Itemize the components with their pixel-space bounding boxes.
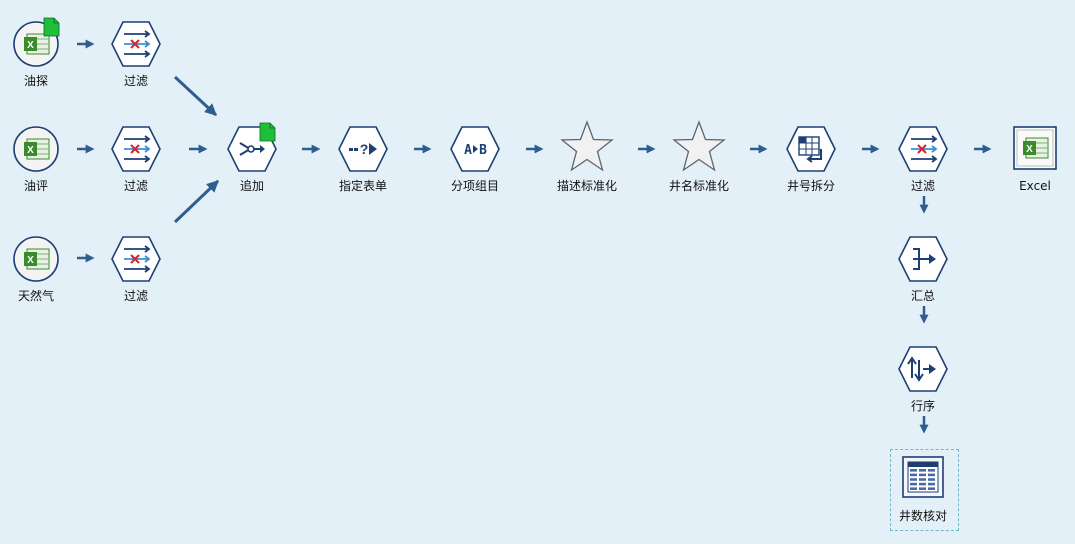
node-append[interactable]: 追加	[212, 122, 292, 193]
aggregate-icon	[898, 236, 948, 282]
filter-icon	[111, 21, 161, 67]
node-filter-3[interactable]: 过滤	[96, 233, 176, 303]
svg-text:X: X	[27, 40, 34, 51]
node-youping[interactable]: X 油评	[0, 123, 76, 193]
svg-text:A: A	[464, 143, 472, 158]
link-arrow-diagonal[interactable]	[173, 75, 218, 117]
node-label: 井数核对	[898, 509, 947, 523]
node-sort[interactable]: 行序	[883, 343, 963, 413]
binning-icon: A B	[450, 126, 500, 172]
svg-text:?: ?	[360, 141, 369, 157]
star-icon	[672, 120, 726, 172]
node-filter-4[interactable]: 过滤	[883, 123, 963, 193]
node-binning[interactable]: A B 分项组目	[435, 123, 515, 193]
node-youtan[interactable]: X 油探	[0, 17, 76, 88]
node-aggregate[interactable]: 汇总	[883, 233, 963, 303]
type-icon: ?	[338, 126, 388, 172]
node-label: 行序	[910, 399, 935, 413]
links-layer	[77, 39, 992, 434]
node-label: 过滤	[910, 179, 935, 193]
node-filter-1[interactable]: 过滤	[96, 18, 176, 88]
selection-box	[890, 449, 959, 531]
append-icon	[227, 122, 277, 172]
node-label: 油探	[23, 74, 48, 88]
node-label: Excel	[1019, 179, 1051, 193]
svg-text:X: X	[27, 145, 34, 156]
node-label: 汇总	[910, 289, 935, 303]
node-label: 天然气	[17, 289, 54, 303]
node-std-name[interactable]: 井名标准化	[659, 120, 739, 193]
filter-icon	[111, 126, 161, 172]
node-type[interactable]: ? 指定表单	[323, 123, 403, 193]
node-label: 过滤	[123, 74, 148, 88]
node-label: 油评	[23, 179, 48, 193]
star-icon	[560, 120, 614, 172]
node-label: 过滤	[123, 179, 148, 193]
link-arrow-diagonal[interactable]	[173, 179, 220, 224]
node-label: 分项组目	[450, 179, 499, 193]
excel-source-icon: X	[13, 236, 59, 282]
excel-output-icon: X	[1013, 126, 1057, 170]
table-icon	[902, 456, 944, 498]
svg-text:X: X	[1026, 144, 1033, 155]
node-label: 井号拆分	[786, 179, 835, 193]
restructure-icon	[786, 126, 836, 172]
filter-icon	[111, 236, 161, 282]
node-label: 指定表单	[338, 179, 387, 193]
node-split[interactable]: 井号拆分	[771, 123, 851, 193]
sort-icon	[898, 346, 948, 392]
node-label: 井名标准化	[668, 179, 729, 193]
node-label: 描述标准化	[556, 179, 617, 193]
excel-source-icon: X	[13, 17, 60, 67]
svg-text:X: X	[27, 255, 34, 266]
node-label: 过滤	[123, 289, 148, 303]
node-excel-output[interactable]: X Excel	[995, 123, 1075, 193]
node-std-desc[interactable]: 描述标准化	[547, 120, 627, 193]
node-table[interactable]: 井数核对	[883, 453, 963, 523]
node-label: 追加	[239, 179, 264, 193]
node-tianranqi[interactable]: X 天然气	[0, 233, 76, 303]
filter-icon	[898, 126, 948, 172]
node-filter-2[interactable]: 过滤	[96, 123, 176, 193]
excel-source-icon: X	[13, 126, 59, 172]
svg-text:B: B	[479, 143, 487, 158]
